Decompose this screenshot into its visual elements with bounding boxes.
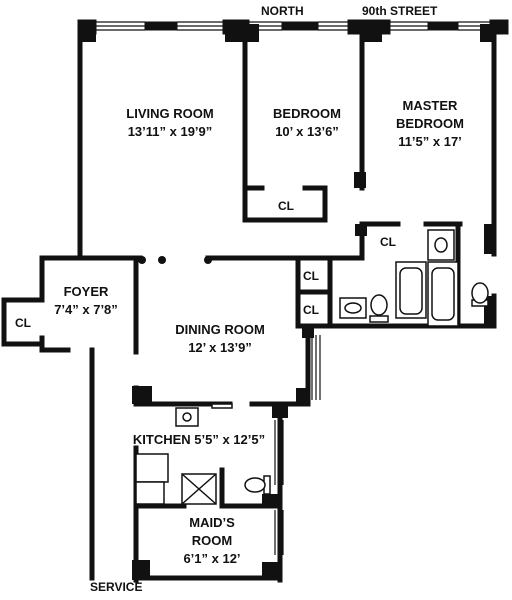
room-name: DINING ROOM	[175, 322, 265, 337]
north-wall-segment	[144, 21, 178, 31]
room-dimensions: 10’ x 13’6”	[275, 124, 339, 139]
room-master-bedroom: MASTER BEDROOM 11’5” x 17’	[374, 97, 486, 151]
street-label: 90th STREET	[362, 4, 438, 18]
room-name: MASTER	[402, 98, 458, 113]
exterior-walls	[77, 19, 509, 35]
room-bedroom: BEDROOM 10’ x 13’6”	[252, 105, 362, 141]
wall-columns	[80, 24, 496, 580]
room-name-dimensions: KITCHEN 5’5” x 12’5”	[132, 432, 266, 447]
north-wall-segment	[281, 21, 319, 31]
room-dining: DINING ROOM 12’ x 13’9”	[150, 321, 290, 357]
room-kitchen: KITCHEN 5’5” x 12’5”	[124, 431, 274, 449]
fixtures	[135, 229, 489, 505]
service-entrance-label: SERVICE	[90, 580, 143, 594]
closet-label: CL	[380, 235, 396, 249]
counter	[135, 453, 169, 483]
room-name: ROOM	[191, 533, 233, 548]
windows	[96, 21, 490, 555]
counter	[135, 481, 165, 505]
room-maids: MAID’S ROOM 6’1” x 12’	[160, 514, 264, 568]
closet-label: CL	[15, 316, 31, 330]
room-living: LIVING ROOM 13’11” x 19’9”	[110, 105, 230, 141]
room-dimensions: 13’11” x 19’9”	[127, 124, 213, 139]
closet-label: CL	[303, 269, 319, 283]
room-name: FOYER	[63, 284, 109, 299]
north-label: NORTH	[261, 4, 304, 18]
closet-label: CL	[303, 303, 319, 317]
north-wall-segment	[427, 21, 459, 31]
room-dimensions: 7’4” x 7’8”	[54, 302, 118, 317]
toilet	[471, 282, 489, 304]
room-dimensions: 6’1” x 12’	[183, 551, 241, 566]
room-name: BEDROOM	[396, 116, 464, 131]
room-foyer: FOYER 7’4” x 7’8”	[42, 283, 130, 319]
room-name: MAID’S	[189, 515, 235, 530]
door-jambs	[138, 256, 212, 264]
room-name: LIVING ROOM	[126, 106, 214, 121]
closet-label: CL	[278, 199, 294, 213]
room-dimensions: 11’5” x 17’	[398, 134, 462, 149]
room-name: BEDROOM	[273, 106, 341, 121]
toilet	[244, 477, 266, 493]
toilet	[370, 294, 388, 316]
room-dimensions: 12’ x 13’9”	[188, 340, 252, 355]
